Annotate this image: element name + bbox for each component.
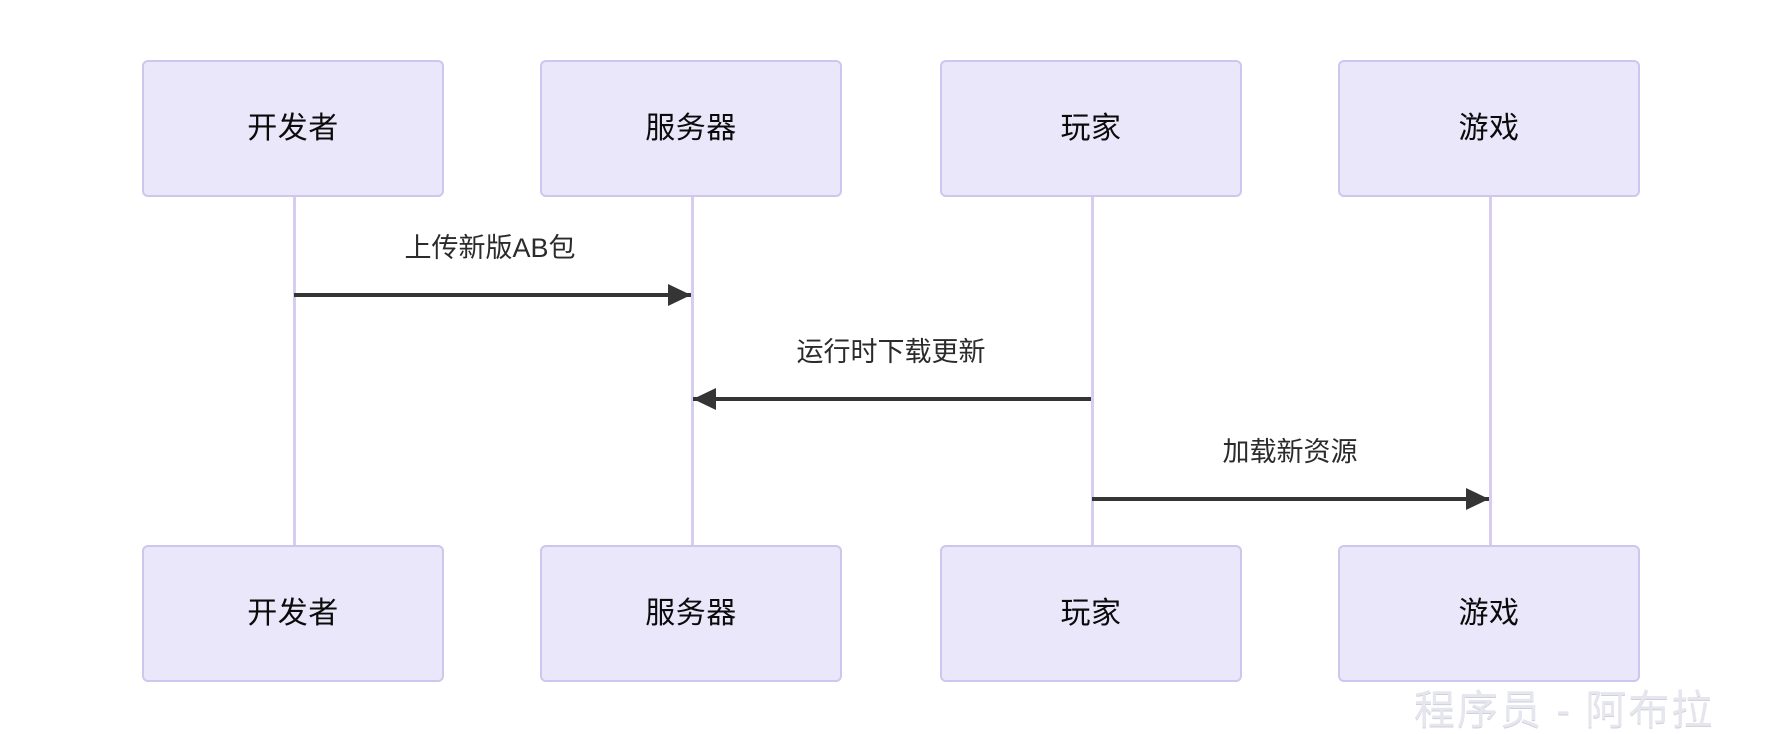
participant-label-game-bottom: 游戏 bbox=[1458, 596, 1520, 630]
message-line-upload-ab-bundle bbox=[294, 293, 691, 297]
message-label-runtime-download-update: 运行时下载更新 bbox=[796, 337, 986, 367]
participant-label-game-top: 游戏 bbox=[1458, 111, 1520, 145]
participant-box-player-bottom[interactable]: 玩家 bbox=[940, 545, 1242, 682]
message-label-load-new-assets: 加载新资源 bbox=[1222, 437, 1358, 467]
lifeline-player bbox=[1091, 190, 1094, 546]
participant-label-server-bottom: 服务器 bbox=[645, 596, 737, 630]
message-line-runtime-download-update bbox=[693, 397, 1091, 401]
participant-label-player-bottom: 玩家 bbox=[1060, 596, 1122, 630]
message-line-load-new-assets bbox=[1092, 497, 1489, 501]
message-label-upload-ab-bundle: 上传新版AB包 bbox=[404, 233, 576, 263]
arrowhead-left-icon-runtime-download-update bbox=[693, 388, 716, 410]
participant-label-developer-top: 开发者 bbox=[247, 111, 339, 145]
arrowhead-right-icon-upload-ab-bundle bbox=[668, 284, 691, 306]
participant-label-player-top: 玩家 bbox=[1060, 111, 1122, 145]
participant-box-server-top[interactable]: 服务器 bbox=[540, 60, 842, 197]
participant-box-game-top[interactable]: 游戏 bbox=[1338, 60, 1640, 197]
participant-label-server-top: 服务器 bbox=[645, 111, 737, 145]
participant-box-developer-top[interactable]: 开发者 bbox=[142, 60, 444, 197]
participant-box-game-bottom[interactable]: 游戏 bbox=[1338, 545, 1640, 682]
participant-box-developer-bottom[interactable]: 开发者 bbox=[142, 545, 444, 682]
watermark: 程序员 - 阿布拉 bbox=[1414, 687, 1715, 733]
arrowhead-right-icon-load-new-assets bbox=[1466, 488, 1489, 510]
participant-box-server-bottom[interactable]: 服务器 bbox=[540, 545, 842, 682]
participant-box-player-top[interactable]: 玩家 bbox=[940, 60, 1242, 197]
lifeline-server bbox=[691, 190, 694, 546]
lifeline-developer bbox=[293, 190, 296, 546]
participant-label-developer-bottom: 开发者 bbox=[247, 596, 339, 630]
lifeline-game bbox=[1489, 190, 1492, 546]
